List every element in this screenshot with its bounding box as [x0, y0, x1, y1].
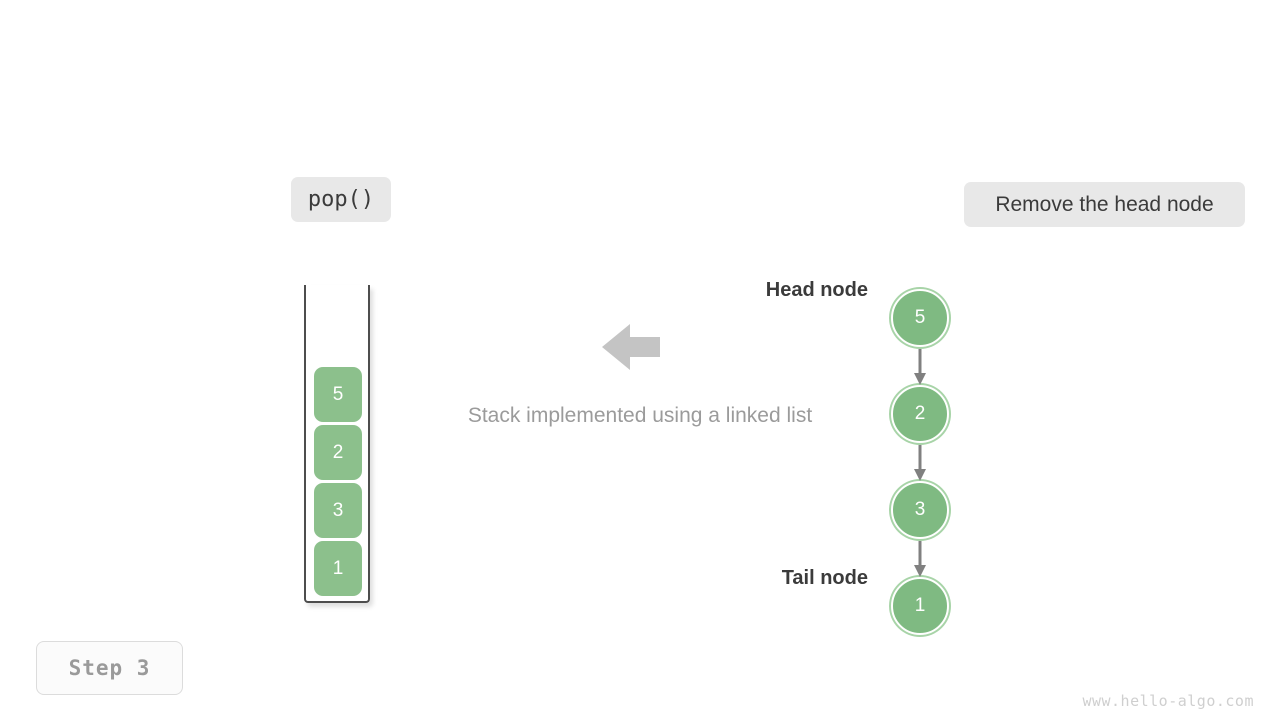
arrow-left-icon: [602, 322, 660, 372]
stack-items: 5 2 3 1: [314, 282, 362, 600]
operation-label: pop(): [291, 177, 391, 222]
stack-cell: 1: [314, 541, 362, 596]
action-label: Remove the head node: [964, 182, 1245, 227]
list-node: 1: [891, 577, 949, 635]
link-arrow-icon: [914, 445, 926, 483]
step-badge: Step 3: [36, 641, 183, 695]
list-node: 3: [891, 481, 949, 539]
stack-cell: 2: [314, 425, 362, 480]
list-node: 2: [891, 385, 949, 443]
tail-node-label: Tail node: [781, 567, 868, 589]
stack-cell: 5: [314, 367, 362, 422]
watermark: www.hello-algo.com: [1082, 692, 1254, 710]
link-arrow-icon: [914, 349, 926, 387]
head-node-label: Head node: [765, 279, 868, 301]
caption-text: Stack implemented using a linked list: [467, 404, 813, 427]
list-node: 5: [891, 289, 949, 347]
stack-cell: 3: [314, 483, 362, 538]
linked-list-visualization: Head node Tail node 5 2 3 1: [740, 250, 980, 635]
link-arrow-icon: [914, 541, 926, 579]
stack-visualization: 5 2 3 1: [300, 282, 380, 607]
stack-container-outline: [304, 285, 370, 603]
